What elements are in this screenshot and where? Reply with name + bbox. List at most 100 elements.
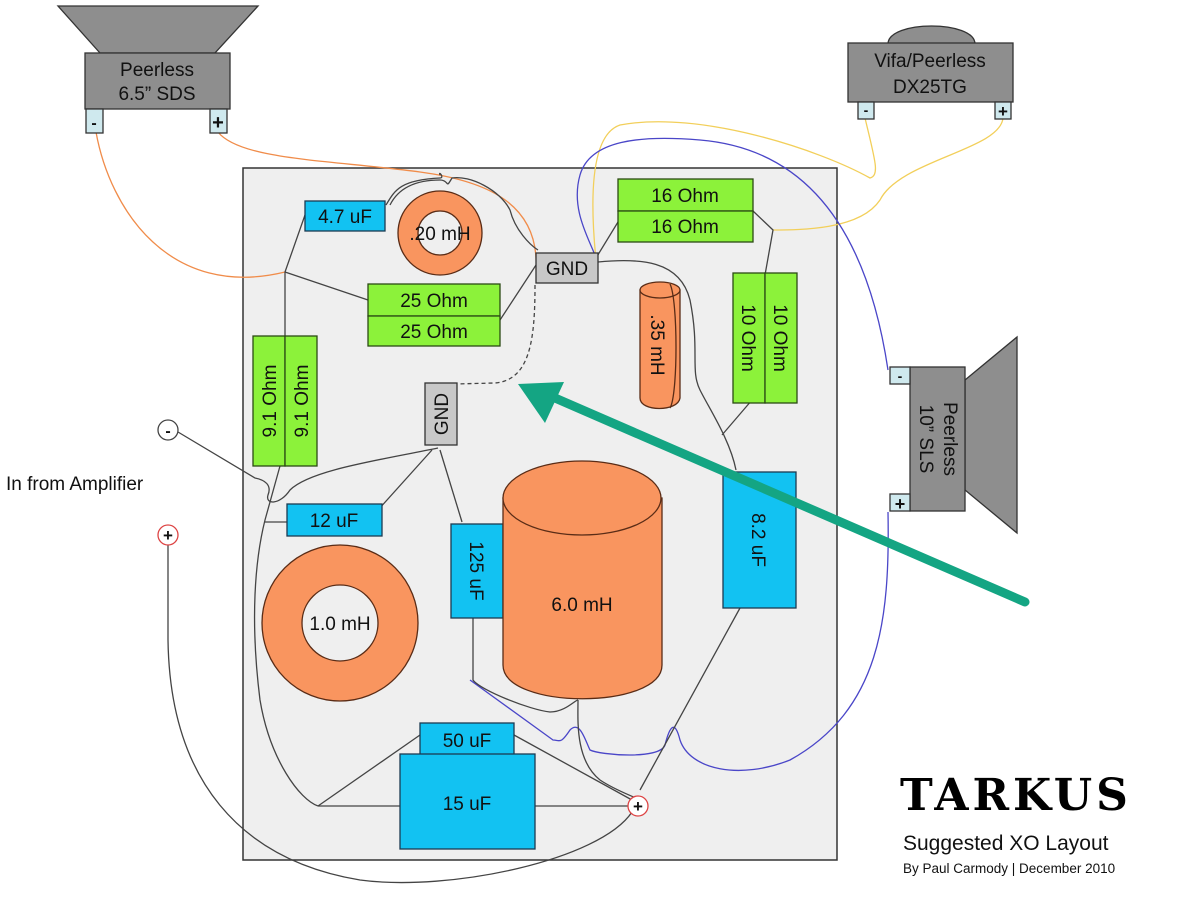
wire — [177, 431, 439, 503]
resistor-25ohm-a-label: 25 Ohm — [400, 291, 468, 312]
resistor-10ohm-a-label: 10 Ohm — [737, 304, 758, 372]
plus-icon: + — [212, 112, 224, 134]
ground-node-top[interactable] — [535, 252, 599, 284]
plus-icon: + — [633, 797, 643, 816]
ground-node-top-label: GND — [546, 259, 588, 280]
minus-icon: - — [864, 102, 869, 118]
resistor-16ohm-b[interactable] — [617, 210, 754, 243]
resistor-25ohm-b[interactable] — [367, 315, 501, 347]
inductor-6-0mh[interactable] — [502, 497, 663, 700]
capacitor-125uf-label: 125 uF — [465, 541, 486, 600]
capacitor-50uf[interactable] — [419, 722, 515, 756]
wire — [595, 221, 619, 259]
resistor-25ohm-a[interactable] — [367, 283, 501, 317]
title-subtitle: Suggested XO Layout — [903, 832, 1109, 855]
capacitor-15uf-label: 15 uF — [443, 794, 492, 815]
minus-icon: - — [898, 368, 903, 384]
sub-cone — [964, 335, 1018, 535]
sub-label-line1: Peerless — [939, 402, 960, 476]
inductor-0-35mh[interactable] — [639, 289, 681, 410]
woofer-neg-terminal[interactable] — [85, 108, 104, 134]
wire — [472, 618, 579, 713]
wire — [597, 259, 737, 471]
tweeter-dome — [887, 25, 976, 45]
wires — [95, 117, 1004, 884]
tweeter-label-line1: Vifa/Peerless — [874, 51, 986, 72]
resistor-16ohm-b-label: 16 Ohm — [651, 217, 719, 238]
woofer-pos-terminal[interactable] — [209, 108, 228, 134]
title-credit: By Paul Carmody | December 2010 — [903, 861, 1115, 876]
resistor-10ohm-b-label: 10 Ohm — [769, 304, 790, 372]
woofer-label-line2: 6.5” SDS — [118, 84, 195, 105]
amp-pos-terminal[interactable] — [157, 524, 179, 546]
wire-sub-neg — [576, 137, 889, 371]
title-tarkus: TARKUS — [900, 770, 1132, 821]
amp-neg-terminal[interactable] — [157, 419, 179, 441]
arrow-head-icon — [518, 382, 564, 423]
wire — [284, 271, 369, 301]
inductor-6-0mh-label: 6.0 mH — [551, 595, 612, 616]
wire — [317, 734, 421, 807]
components: 4.7 uF .20 mH GND 16 Ohm 16 Ohm 25 Ohm 2… — [252, 178, 798, 850]
wire — [752, 210, 774, 276]
annotation-arrow — [518, 382, 1030, 607]
ground-node-mid[interactable] — [424, 382, 458, 446]
driver-sub: Peerless 10” SLS - + — [889, 335, 1018, 535]
wire — [577, 699, 641, 801]
resistor-9-1ohm-b[interactable] — [284, 335, 318, 467]
minus-icon: - — [165, 423, 170, 440]
woofer-label-line1: Peerless — [120, 60, 194, 81]
wire — [439, 449, 463, 523]
inductor-6-0mh-top — [502, 460, 662, 536]
resistor-10ohm-a[interactable] — [732, 272, 766, 404]
sub-neg-terminal[interactable] — [889, 366, 911, 385]
wire-tweeter-pos — [772, 117, 1004, 231]
wire — [513, 734, 633, 801]
title-block: TARKUS Suggested XO Layout By Paul Carmo… — [900, 770, 1132, 876]
resistor-16ohm-a[interactable] — [617, 178, 754, 212]
positive-junction[interactable] — [627, 795, 649, 817]
arrow-shaft — [550, 393, 1030, 607]
resistor-25ohm-b-label: 25 Ohm — [400, 322, 468, 343]
ground-link-dashed — [454, 284, 536, 385]
capacitor-12uf[interactable] — [286, 503, 383, 537]
resistor-10ohm-b[interactable] — [764, 272, 798, 404]
capacitor-8-2uf-label: 8.2 uF — [747, 513, 768, 567]
tweeter-label-line2: DX25TG — [893, 77, 967, 98]
inductor-0-35mh-label: .35 mH — [646, 314, 667, 375]
capacitor-8-2uf[interactable] — [722, 471, 797, 609]
wire — [167, 543, 633, 884]
capacitor-12uf-label: 12 uF — [310, 511, 359, 532]
inductor-1-0mh-core — [301, 584, 379, 662]
resistor-16ohm-a-label: 16 Ohm — [651, 186, 719, 207]
plus-icon: + — [163, 526, 173, 545]
wire — [389, 176, 539, 251]
resistor-9-1ohm-b-label: 9.1 Ohm — [292, 365, 313, 438]
inductor-1-0mh-label: 1.0 mH — [309, 614, 370, 635]
resistor-9-1ohm-a-label: 9.1 Ohm — [260, 365, 281, 438]
driver-woofer: Peerless 6.5” SDS - + — [56, 5, 260, 134]
sub-body — [909, 366, 966, 512]
sub-pos-terminal[interactable] — [889, 493, 911, 512]
wire — [377, 449, 433, 511]
wire — [499, 261, 539, 321]
amplifier-input: In from Amplifier - + — [6, 419, 179, 546]
plus-icon: + — [998, 102, 1008, 121]
inductor-0-35mh-top — [639, 281, 681, 299]
capacitor-50uf-label: 50 uF — [443, 731, 492, 752]
tweeter-body — [847, 42, 1014, 103]
ground-node-mid-label: GND — [432, 393, 453, 435]
amplifier-input-label: In from Amplifier — [6, 474, 144, 495]
tweeter-neg-terminal[interactable] — [857, 101, 875, 120]
wire — [721, 399, 753, 436]
capacitor-15uf[interactable] — [399, 753, 536, 850]
wire-tweeter-neg — [592, 117, 877, 261]
wire-sub-pos — [469, 511, 889, 772]
tweeter-pos-terminal[interactable] — [994, 101, 1012, 120]
capacitor-4-7uf[interactable] — [304, 200, 386, 232]
sub-label-line2: 10” SLS — [915, 405, 936, 474]
plus-icon: + — [895, 494, 906, 514]
capacitor-4-7uf-label: 4.7 uF — [318, 207, 372, 228]
woofer-cone — [56, 5, 260, 54]
